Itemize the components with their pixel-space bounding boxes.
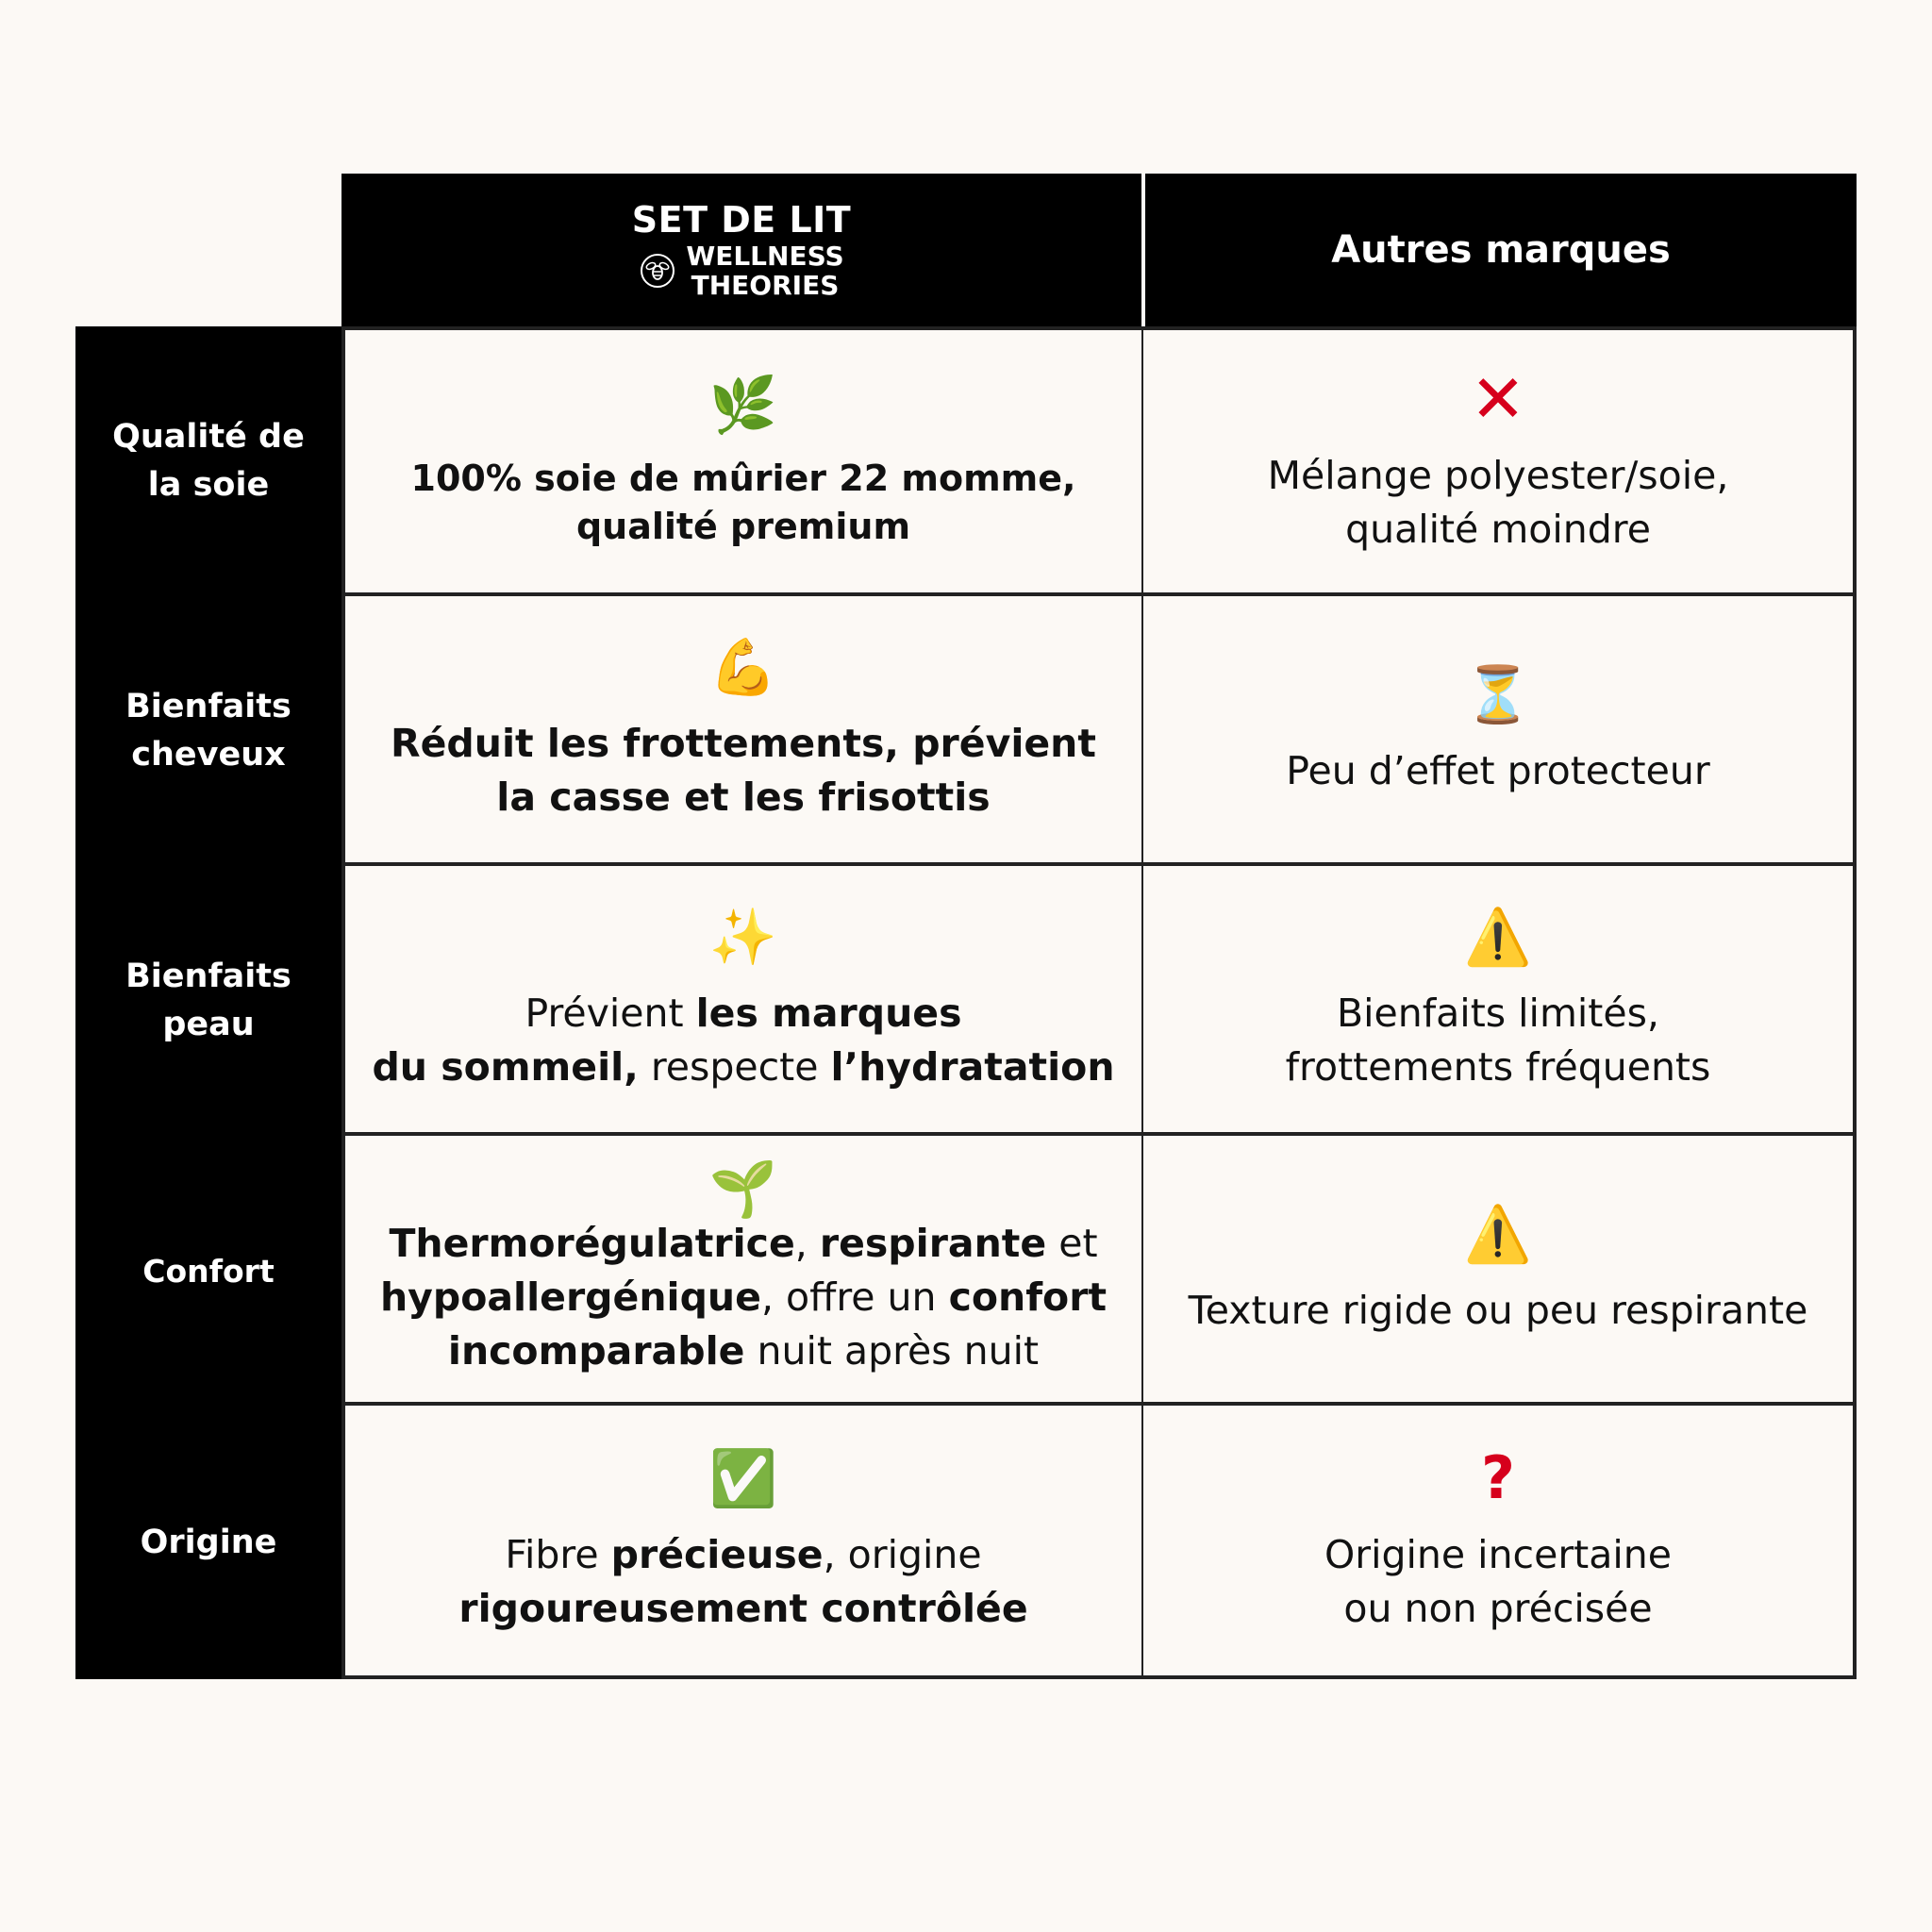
header-other-title: Autres marques [1331,228,1671,272]
other-text-line: Mélange polyester/soie, [1267,453,1729,498]
warning-icon: ⚠️ [1463,905,1533,969]
herb-icon: 🌿 [708,373,778,437]
ours-text-line: 100% soie de mûrier 22 momme, [410,458,1076,499]
cell-ours-origin: ✅ Fibre précieuse, origine rigoureusemen… [341,1406,1143,1679]
table-row: Confort 🌱 Thermorégulatrice, respirante … [75,1136,1857,1406]
other-text-line: ou non précisée [1343,1586,1653,1631]
ours-text-line: la casse et les frisottis [496,774,991,820]
row-label-hair-benefits: Bienfaits cheveux [75,596,341,866]
warning-icon: ⚠️ [1463,1201,1533,1266]
cell-other-origin: ? Origine incertaine ou non précisée [1141,1406,1857,1679]
bee-logo-icon [641,254,675,288]
row-label-comfort: Confort [75,1136,341,1406]
cell-ours-silk-quality: 🌿 100% soie de mûrier 22 momme, qualité … [341,326,1143,596]
ours-text-line: Prévient les marques [525,991,962,1036]
header-our-product: SET DE LIT WELLNESS THEORIES [341,174,1141,326]
cell-other-skin-benefits: ⚠️ Bienfaits limités, frottements fréque… [1141,866,1857,1136]
table-row: Origine ✅ Fibre précieuse, origine rigou… [75,1406,1857,1679]
ours-text-line: incomparable nuit après nuit [447,1327,1040,1374]
hourglass-icon: ⏳ [1463,661,1533,726]
comparison-table: SET DE LIT WELLNESS THEORIES Autres marq… [75,174,1857,1696]
header-product-title: SET DE LIT [631,199,852,241]
table-row: Qualité de la soie 🌿 100% soie de mûrier… [75,326,1857,596]
other-text-line: Origine incertaine [1324,1532,1672,1577]
question-mark-icon: ? [1481,1443,1515,1512]
other-text-line: Texture rigide ou peu respirante [1188,1287,1808,1333]
cell-ours-skin-benefits: ✨ Prévient les marques du sommeil, respe… [341,866,1143,1136]
ours-text-line: Réduit les frottements, prévient [391,721,1096,766]
row-label-origin: Origine [75,1406,341,1679]
ours-text-line: qualité premium [575,506,911,547]
brand-name-line1: WELLNESS [686,241,844,272]
ours-text-line: Thermorégulatrice, respirante et [389,1220,1098,1266]
cell-other-silk-quality: ✕ Mélange polyester/soie, qualité moindr… [1141,326,1857,596]
check-mark-icon: ✅ [708,1446,778,1510]
other-text-line: Peu d’effet protecteur [1286,747,1710,793]
brand-name-line2: THEORIES [691,270,840,301]
sparkles-icon: ✨ [708,905,778,969]
cell-ours-hair-benefits: 💪 Réduit les frottements, prévient la ca… [341,596,1143,866]
brand-name: WELLNESS THEORIES [686,242,843,300]
flexed-biceps-icon: 💪 [708,635,778,699]
other-text-line: Bienfaits limités, [1337,991,1659,1036]
cell-other-hair-benefits: ⏳ Peu d’effet protecteur [1141,596,1857,866]
cell-other-comfort: ⚠️ Texture rigide ou peu respirante [1141,1136,1857,1406]
row-label-skin-benefits: Bienfaits peau [75,866,341,1136]
cross-mark-icon: ✕ [1470,360,1526,438]
table-row: Bienfaits cheveux 💪 Réduit les frottemen… [75,596,1857,866]
seedling-icon: 🌱 [708,1156,778,1221]
table-row: Bienfaits peau ✨ Prévient les marques du… [75,866,1857,1136]
other-text-line: frottements fréquents [1285,1044,1711,1090]
ours-text-line: Fibre précieuse, origine [505,1532,982,1577]
brand-row: WELLNESS THEORIES [639,242,844,300]
header-other-brands: Autres marques [1145,174,1857,326]
ours-text-line: du sommeil, respecte l’hydratation [372,1044,1115,1090]
cell-ours-comfort: 🌱 Thermorégulatrice, respirante et hypoa… [341,1136,1143,1406]
ours-text-line: rigoureusement contrôlée [458,1586,1028,1631]
row-label-silk-quality: Qualité de la soie [75,326,341,596]
other-text-line: qualité moindre [1345,507,1651,552]
ours-text-line: hypoallergénique, offre un confort [379,1274,1108,1320]
